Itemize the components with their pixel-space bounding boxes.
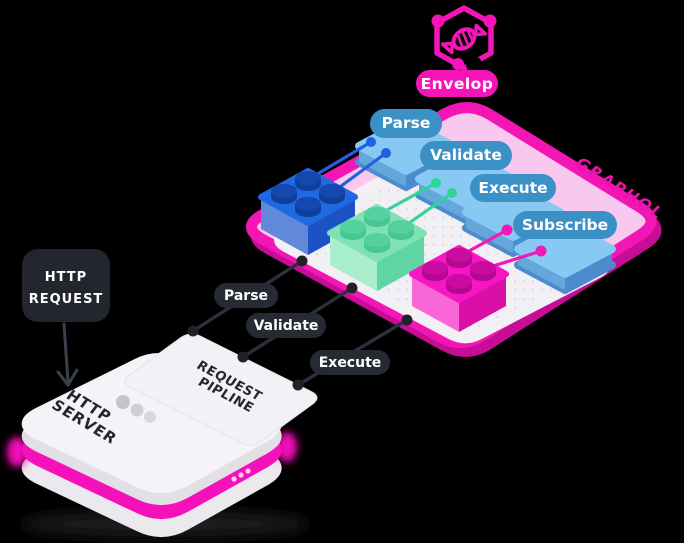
- flow-step-pills: Parse Validate Execute: [214, 283, 390, 375]
- connector-dots: [366, 137, 547, 257]
- envelop-badge-label: Envelop: [421, 75, 494, 93]
- request-arrow: [56, 322, 79, 387]
- pipeline-card-face: [124, 333, 318, 446]
- request-flow: Parse Validate Execute: [187, 255, 413, 391]
- hexagon-node-left: [431, 14, 445, 28]
- flow-step-parse: Parse: [224, 288, 268, 304]
- flow-step-execute: Execute: [319, 355, 382, 371]
- flow-pill-parse: [214, 283, 278, 308]
- stage-label-execute: Execute: [478, 179, 547, 197]
- envelop-candy-hexagon-icon: [431, 5, 497, 71]
- server-status-dots: [116, 395, 156, 423]
- http-request-box: [22, 249, 110, 322]
- flow-pill-execute: [310, 350, 390, 375]
- candy-icon: [440, 23, 488, 55]
- hexagon-node-bottom: [452, 58, 464, 70]
- stage-label-subscribe: Subscribe: [522, 216, 608, 234]
- envelop-logo: Envelop: [416, 5, 498, 97]
- blue-connector-1: [307, 140, 373, 181]
- stage-label-parse: Parse: [382, 114, 431, 132]
- hexagon-node-right: [483, 14, 497, 28]
- blue-connector-2: [331, 151, 388, 194]
- stage-pill-subscribe: [513, 211, 617, 239]
- stage-pill-validate: [420, 141, 512, 170]
- pink-plugin-brick: [409, 245, 509, 332]
- blue-plugin-brick: [258, 168, 358, 255]
- envelop-badge: [416, 70, 498, 97]
- flow-pill-validate: [246, 313, 326, 338]
- stage-label-validate: Validate: [430, 146, 502, 164]
- server-magenta-dots: [231, 468, 251, 482]
- http-request-source: HTTP REQUEST: [22, 249, 110, 387]
- stage-pill-parse: [370, 109, 442, 138]
- stage-tiles: Parse Validate Execute Subscribe: [355, 109, 617, 294]
- request-pipeline-card: REQUEST PIPLINE: [124, 333, 318, 446]
- flow-step-validate: Validate: [254, 318, 319, 334]
- pink-brick-studs: [422, 248, 496, 294]
- green-plugin-brick: [327, 204, 427, 291]
- magenta-glow-right: [277, 432, 297, 462]
- green-brick-studs: [340, 207, 414, 253]
- stage-pill-execute: [470, 174, 556, 202]
- http-request-line1: HTTP: [45, 270, 87, 285]
- flow-dots: [187, 255, 413, 391]
- http-request-line2: REQUEST: [29, 292, 104, 307]
- magenta-glow-left: [7, 437, 27, 467]
- blue-brick-studs: [271, 171, 345, 217]
